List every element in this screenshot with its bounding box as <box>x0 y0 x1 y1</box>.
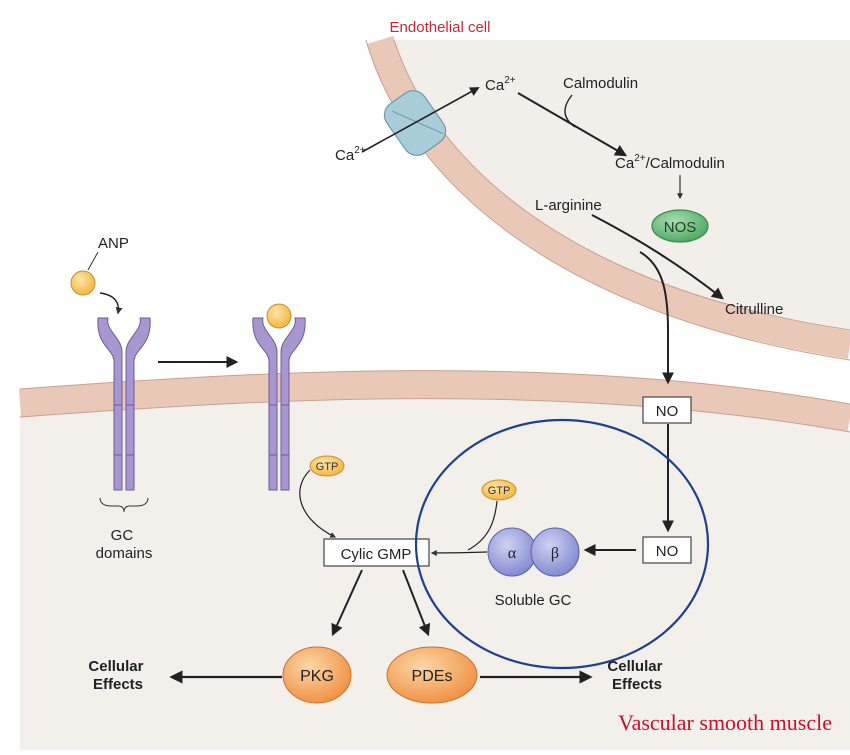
gc-receptor-bound <box>252 317 306 491</box>
vascular-smooth-muscle-label: Vascular smooth muscle <box>618 710 832 735</box>
gtp-left-label: GTP <box>316 461 339 473</box>
no-box-lower <box>642 536 692 564</box>
ca-inside-label: Ca2+ <box>485 75 516 94</box>
ca-influx-arrow <box>361 87 480 153</box>
cyclic-gmp-label: Cylic GMP <box>341 546 412 563</box>
gtp-left-arrow <box>299 469 337 538</box>
soluble-gc-to-cgmp-arrow <box>430 549 488 556</box>
l-arginine-label: L-arginine <box>535 197 602 214</box>
nos-label: NOS <box>664 219 697 236</box>
alpha-label: α <box>508 545 517 562</box>
cyclic-gmp-box <box>323 538 430 567</box>
smooth-muscle-membrane <box>18 370 850 750</box>
arginine-to-citrulline-arrow <box>591 214 724 300</box>
no-upper-label: NO <box>656 403 679 420</box>
cellular-effects-right: Cellular Effects <box>607 658 666 693</box>
no-release-arrow <box>639 251 674 385</box>
no-box-upper <box>642 396 692 424</box>
endothelial-title: Endothelial cell <box>390 19 491 36</box>
anp-ligand-free <box>70 270 96 296</box>
cellular-effects-left: Cellular Effects <box>88 658 147 693</box>
calmodulin-label: Calmodulin <box>563 75 638 92</box>
pdes-label: PDEs <box>412 668 453 685</box>
cgmp-to-pkg-arrow <box>331 569 363 637</box>
pkg-label: PKG <box>300 668 334 685</box>
cgmp-to-pdes-arrow <box>402 569 431 637</box>
ca-calmodulin-label: Ca2+/Calmodulin <box>615 153 725 172</box>
anp-label: ANP <box>98 235 129 252</box>
soluble-gc-beta <box>530 527 580 577</box>
gtp-right-connector <box>467 500 498 551</box>
beta-label: β <box>551 545 559 562</box>
ca-outside-label: Ca2+ <box>335 145 366 164</box>
soluble-gc-highlight-circle <box>414 418 710 670</box>
gc-domains-brace <box>99 497 149 513</box>
gc-domains-label: GC domains <box>96 527 153 562</box>
pdes-node <box>386 646 478 704</box>
no-lower-label: NO <box>656 543 679 560</box>
gc-receptor-unbound <box>97 317 151 491</box>
soluble-gc-label: Soluble GC <box>495 592 572 609</box>
gtp-right-label: GTP <box>488 485 511 497</box>
gtp-right-node <box>481 479 517 501</box>
anp-ligand-bound <box>266 303 292 329</box>
citrulline-label: Citrulline <box>725 301 783 318</box>
ca-to-calmodulin-arrow <box>517 92 628 157</box>
anp-binding-arrow <box>99 292 123 315</box>
anp-connector <box>87 251 99 271</box>
pkg-node <box>282 646 352 704</box>
nos-enzyme <box>651 209 709 243</box>
gtp-left-node <box>309 455 345 477</box>
